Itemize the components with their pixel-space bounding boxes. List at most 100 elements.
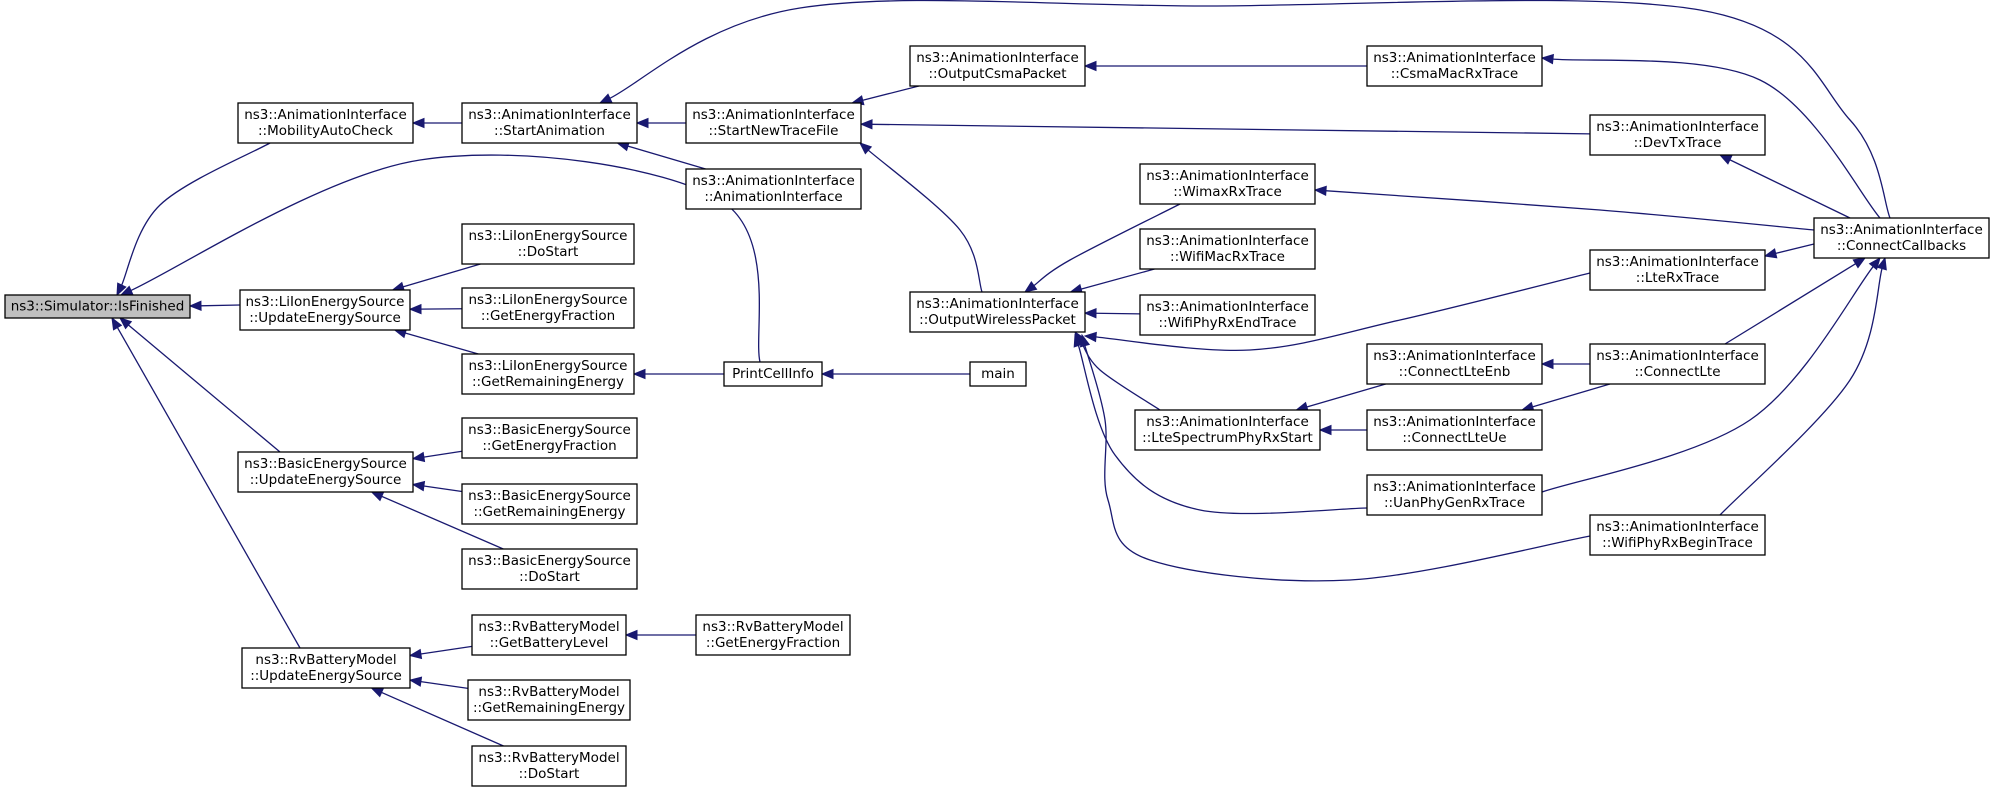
arrowhead-icon	[370, 491, 385, 502]
edge-line	[1719, 267, 1883, 516]
node-box[interactable]	[1366, 474, 1543, 516]
node-box[interactable]	[1366, 343, 1543, 385]
node-output-wireless-packet[interactable]: ns3::AnimationInterface::OutputWirelessP…	[909, 291, 1086, 333]
node-box[interactable]	[241, 647, 411, 689]
node-box[interactable]	[1134, 409, 1321, 451]
node-box[interactable]	[685, 168, 862, 210]
node-wimax-rx-trace[interactable]: ns3::AnimationInterface::WimaxRxTrace	[1139, 163, 1316, 205]
node-rv-update-energy-source[interactable]: ns3::RvBatteryModel::UpdateEnergySource	[241, 647, 411, 689]
node-label: ns3::BasicEnergySource	[468, 553, 631, 569]
node-liion-get-remaining-energy[interactable]: ns3::LiIonEnergySource::GetRemainingEner…	[461, 353, 635, 395]
node-box[interactable]	[1366, 409, 1543, 451]
edge-animation_interface-to-start_animation	[616, 141, 706, 170]
node-box[interactable]	[909, 291, 1086, 333]
node-liion-get-energy-fraction[interactable]: ns3::LiIonEnergySource::GetEnergyFractio…	[461, 287, 635, 329]
node-uan-phy-gen-rx-trace[interactable]: ns3::AnimationInterface::UanPhyGenRxTrac…	[1366, 474, 1543, 516]
node-connect-lte-enb[interactable]: ns3::AnimationInterface::ConnectLteEnb	[1366, 343, 1543, 385]
edge-line	[401, 263, 481, 288]
node-rv-do-start[interactable]: ns3::RvBatteryModel::DoStart	[471, 745, 627, 787]
node-box[interactable]	[461, 287, 635, 329]
node-box[interactable]	[461, 417, 638, 459]
node-start-animation[interactable]: ns3::AnimationInterface::StartAnimation	[461, 102, 638, 144]
node-box[interactable]	[1589, 514, 1766, 556]
node-wifi-phy-rx-begin-trace[interactable]: ns3::AnimationInterface::WifiPhyRxBeginT…	[1589, 514, 1766, 556]
node-box[interactable]	[467, 679, 631, 721]
node-dev-tx-trace[interactable]: ns3::AnimationInterface::DevTxTrace	[1589, 114, 1766, 156]
node-lte-spectrum-phy-rx-start[interactable]: ns3::AnimationInterface::LteSpectrumPhyR…	[1134, 409, 1321, 451]
node-box[interactable]	[461, 353, 635, 395]
node-rv-get-battery-level[interactable]: ns3::RvBatteryModel::GetBatteryLevel	[471, 614, 627, 656]
node-label: ns3::AnimationInterface	[468, 107, 631, 123]
node-main[interactable]: main	[969, 361, 1027, 387]
node-box[interactable]	[1139, 163, 1316, 205]
node-liion-do-start[interactable]: ns3::LiIonEnergySource::DoStart	[461, 223, 635, 265]
node-wifi-phy-rx-end-trace[interactable]: ns3::AnimationInterface::WifiPhyRxEndTra…	[1139, 294, 1316, 336]
arrowhead-icon	[1718, 154, 1733, 165]
arrowhead-icon	[1083, 331, 1097, 343]
node-box[interactable]	[909, 45, 1086, 87]
edge-line	[1728, 158, 1851, 219]
edge-liion_get_remaining_energy-to-liion_update_energy_source	[393, 328, 479, 355]
node-label: ::GetEnergyFraction	[482, 438, 616, 454]
edge-line	[1083, 344, 1591, 582]
node-box[interactable]	[461, 102, 638, 144]
node-rv-get-remaining-energy[interactable]: ns3::RvBatteryModel::GetRemainingEnergy	[467, 679, 631, 721]
node-box[interactable]	[237, 451, 414, 493]
node-output-csma-packet[interactable]: ns3::AnimationInterface::OutputCsmaPacke…	[909, 45, 1086, 87]
node-mobility-auto-check[interactable]: ns3::AnimationInterface::MobilityAutoChe…	[237, 102, 414, 144]
node-label: ns3::AnimationInterface	[1373, 50, 1536, 66]
edge-line	[129, 154, 761, 363]
node-box[interactable]	[1813, 217, 1990, 259]
node-label: ns3::AnimationInterface	[1146, 168, 1309, 184]
node-connect-lte[interactable]: ns3::AnimationInterface::ConnectLte	[1589, 343, 1766, 385]
node-box[interactable]	[685, 102, 862, 144]
node-box[interactable]	[1139, 228, 1316, 270]
node-box[interactable]	[1589, 249, 1766, 291]
node-box[interactable]	[471, 614, 627, 656]
arrowhead-icon	[1868, 256, 1881, 271]
node-connect-lte-ue[interactable]: ns3::AnimationInterface::ConnectLteUe	[1366, 409, 1543, 451]
node-box[interactable]	[1589, 114, 1766, 156]
node-box[interactable]	[1139, 294, 1316, 336]
node-box[interactable]	[237, 102, 414, 144]
node-liion-update-energy-source[interactable]: ns3::LiIonEnergySource::UpdateEnergySour…	[239, 289, 411, 331]
node-label: ::ConnectLteUe	[1402, 430, 1506, 446]
node-label: ns3::AnimationInterface	[1146, 233, 1309, 249]
edge-line	[1324, 190, 1815, 231]
node-box[interactable]	[1589, 343, 1766, 385]
edge-line	[1305, 383, 1386, 408]
node-rv-get-energy-fraction[interactable]: ns3::RvBatteryModel::GetEnergyFraction	[695, 614, 851, 656]
node-box[interactable]	[723, 361, 823, 387]
node-label: ns3::AnimationInterface	[1596, 119, 1759, 135]
node-box[interactable]	[239, 289, 411, 331]
node-label: ns3::AnimationInterface	[916, 296, 1079, 312]
node-label: ns3::AnimationInterface	[692, 173, 855, 189]
node-print-cell-info[interactable]: PrintCellInfo	[723, 361, 823, 387]
edge-line	[870, 123, 1591, 135]
node-start-new-trace-file[interactable]: ns3::AnimationInterface::StartNewTraceFi…	[685, 102, 862, 144]
edge-line	[1531, 383, 1611, 408]
node-box[interactable]	[471, 745, 627, 787]
node-is-finished[interactable]: ns3::Simulator::IsFinished	[4, 294, 191, 319]
node-basic-get-remaining-energy[interactable]: ns3::BasicEnergySource::GetRemainingEner…	[461, 483, 638, 525]
node-wifi-mac-rx-trace[interactable]: ns3::AnimationInterface::WifiMacRxTrace	[1139, 228, 1316, 270]
node-box[interactable]	[4, 294, 191, 319]
node-label: ns3::AnimationInterface	[1596, 519, 1759, 535]
node-box[interactable]	[461, 548, 638, 590]
edge-line	[1551, 58, 1881, 219]
node-connect-callbacks[interactable]: ns3::AnimationInterface::ConnectCallback…	[1813, 217, 1990, 259]
node-basic-get-energy-fraction[interactable]: ns3::BasicEnergySource::GetEnergyFractio…	[461, 417, 638, 459]
node-box[interactable]	[1366, 45, 1543, 87]
node-label: ns3::LiIonEnergySource	[469, 228, 628, 244]
node-label: ::DoStart	[519, 766, 580, 782]
arrowhead-icon	[1763, 248, 1778, 259]
node-basic-update-energy-source[interactable]: ns3::BasicEnergySource::UpdateEnergySour…	[237, 451, 414, 493]
node-box[interactable]	[461, 483, 638, 525]
node-csma-mac-rx-trace[interactable]: ns3::AnimationInterface::CsmaMacRxTrace	[1366, 45, 1543, 87]
node-box[interactable]	[969, 361, 1027, 387]
node-basic-do-start[interactable]: ns3::BasicEnergySource::DoStart	[461, 548, 638, 590]
node-box[interactable]	[695, 614, 851, 656]
node-animation-interface[interactable]: ns3::AnimationInterface::AnimationInterf…	[685, 168, 862, 210]
node-box[interactable]	[461, 223, 635, 265]
node-lte-rx-trace[interactable]: ns3::AnimationInterface::LteRxTrace	[1589, 249, 1766, 291]
